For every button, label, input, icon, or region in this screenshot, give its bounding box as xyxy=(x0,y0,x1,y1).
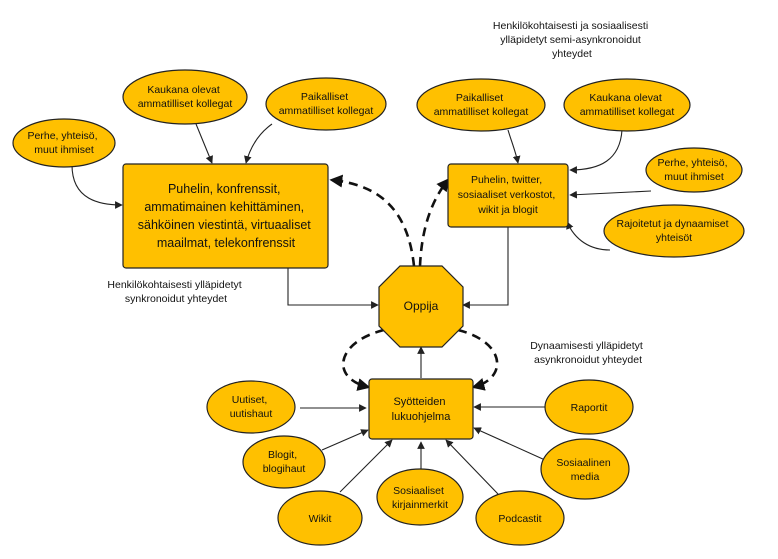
node-line: ammatilliset kollegat xyxy=(580,106,675,118)
dashed-arrow-to-sync-hub xyxy=(329,174,416,267)
caption-semi: Henkilökohtaisesti ja sosiaalisesti yllä… xyxy=(493,20,651,60)
oppija-label: Oppija xyxy=(404,299,439,313)
svg-text:Paikalliset ammatilliset: Paikalliset ammatilliset kollegat xyxy=(279,91,374,117)
node-line: Uutiset, xyxy=(232,394,268,406)
svg-text:Puhelin, konfrenssit, am: Puhelin, konfrenssit, ammatimainen kehit… xyxy=(138,182,315,250)
semi-node-rajoitetut: Rajoitetut ja dynaamiset yhteisöt xyxy=(603,204,745,258)
node-line: Kaukana olevat xyxy=(589,92,661,104)
sync-node-paikalliset: Paikalliset ammatilliset kollegat xyxy=(265,77,387,131)
svg-text:Puhelin, twitter, sosiaa: Puhelin, twitter, sosiaaliset verkostot,… xyxy=(458,174,558,216)
node-line: media xyxy=(571,471,600,483)
node-line: Sosiaalinen xyxy=(556,457,610,469)
svg-text:Paikalliset ammatilliset: Paikalliset ammatilliset kollegat xyxy=(434,92,529,118)
caption-line: Henkilökohtaisesti ja sosiaalisesti xyxy=(493,20,648,32)
connector-sync-n3 xyxy=(71,164,123,209)
async-hub-line: Syötteiden xyxy=(393,396,445,408)
caption-line: synkronoidut yhteydet xyxy=(125,293,227,305)
sync-node-kaukana: Kaukana olevat ammatilliset kollegat xyxy=(122,69,248,125)
svg-text:Sosiaaliset kirjainmerki: Sosiaaliset kirjainmerkit xyxy=(392,485,448,511)
sync-hub-box: Puhelin, konfrenssit, ammatimainen kehit… xyxy=(122,163,329,269)
async-node-wikit: Wikit xyxy=(277,490,363,546)
connector-semi-n4 xyxy=(566,221,611,251)
sync-hub-line: Puhelin, konfrenssit, xyxy=(168,182,281,196)
connector-semi-n1 xyxy=(507,129,521,164)
caption-line: ylläpidetyt semi-asynkronoidut xyxy=(500,34,641,46)
node-line: kirjainmerkit xyxy=(392,499,448,511)
caption-line: Dynaamisesti ylläpidetyt xyxy=(530,340,643,352)
node-line: ammatilliset kollegat xyxy=(434,106,529,118)
svg-text:Perhe, yhteisö, muut ihm: Perhe, yhteisö, muut ihmiset xyxy=(658,157,731,183)
dashed-arrow-to-semi-hub xyxy=(418,177,450,267)
dashed-arrow-to-async-right xyxy=(457,328,499,391)
node-line: uutishaut xyxy=(230,408,273,420)
svg-text:Uutiset, uutishaut: Uutiset, uutishaut xyxy=(230,394,273,420)
semi-hub-box: Puhelin, twitter, sosiaaliset verkostot,… xyxy=(447,163,569,228)
node-line: Blogit, xyxy=(268,449,297,461)
svg-text:Sosiaalinen media: Sosiaalinen media xyxy=(556,457,613,483)
connector-async-n3 xyxy=(339,439,393,493)
async-hub-line: lukuohjelma xyxy=(392,411,452,423)
async-node-sosiaaliset-kirjainmerkit: Sosiaaliset kirjainmerkit xyxy=(376,468,464,526)
caption-async: Dynaamisesti ylläpidetyt asynkronoidut y… xyxy=(530,340,646,366)
sync-hub-line: maailmat, telekonfrenssit xyxy=(157,236,296,250)
node-line: Raportit xyxy=(571,402,608,414)
connector-sync-n2 xyxy=(244,123,273,164)
svg-text:Kaukana olevat ammatilli: Kaukana olevat ammatilliset kollegat xyxy=(138,84,233,110)
node-line: yhteisöt xyxy=(656,232,692,244)
node-line: Perhe, yhteisö, xyxy=(658,157,728,169)
connector-sync-n1 xyxy=(195,123,213,164)
node-line: Sosiaaliset xyxy=(393,485,444,497)
caption-line: asynkronoidut yhteydet xyxy=(534,354,642,366)
node-line: Kaukana olevat xyxy=(147,84,219,96)
oppija-octagon: Oppija xyxy=(378,265,464,348)
svg-text:Rajoitetut ja dynaamiset: Rajoitetut ja dynaamiset yhteisöt xyxy=(617,218,732,244)
caption-line: yhteydet xyxy=(552,48,592,60)
connector-sync-to-oppija xyxy=(287,268,379,309)
semi-hub-line: Puhelin, twitter, xyxy=(471,174,542,186)
caption-sync: Henkilökohtaisesti ylläpidetyt synkronoi… xyxy=(107,279,244,305)
semi-hub-line: wikit ja blogit xyxy=(477,204,538,216)
async-node-blogit: Blogit, blogihaut xyxy=(242,435,326,489)
caption-line: Henkilökohtaisesti ylläpidetyt xyxy=(107,279,241,291)
semi-hub-line: sosiaaliset verkostot, xyxy=(458,189,555,201)
connector-semi-n3 xyxy=(569,190,652,199)
node-line: Podcastit xyxy=(498,513,541,525)
semi-node-perhe: Perhe, yhteisö, muut ihmiset xyxy=(645,147,743,193)
dashed-arrow-to-async-left xyxy=(341,328,385,391)
node-line: blogihaut xyxy=(263,463,306,475)
svg-text:Blogit, blogihaut: Blogit, blogihaut xyxy=(263,449,306,475)
node-line: ammatilliset kollegat xyxy=(279,105,374,117)
sync-hub-line: sähköinen viestintä, virtuaaliset xyxy=(138,218,312,232)
svg-text:Kaukana olevat ammatilli: Kaukana olevat ammatilliset kollegat xyxy=(580,92,675,118)
async-node-uutiset: Uutiset, uutishaut xyxy=(206,380,296,434)
node-line: Paikalliset xyxy=(301,91,348,103)
node-line: Rajoitetut ja dynaamiset xyxy=(617,218,729,230)
node-line: Perhe, yhteisö, xyxy=(28,130,98,142)
connector-semi-n2 xyxy=(569,129,623,174)
node-line: Paikalliset xyxy=(456,92,503,104)
semi-node-kaukana: Kaukana olevat ammatilliset kollegat xyxy=(563,78,691,132)
node-line: Wikit xyxy=(309,513,332,525)
connector-async-n2 xyxy=(321,429,369,451)
async-node-podcastit: Podcastit xyxy=(475,490,565,546)
dashed-connectors xyxy=(329,174,499,391)
node-line: muut ihmiset xyxy=(664,171,724,183)
sync-hub-line: ammatimainen kehittäminen, xyxy=(144,200,304,214)
svg-text:Syötteiden lukuohjelma: Syötteiden lukuohjelma xyxy=(392,396,452,423)
connector-async-n6 xyxy=(473,427,546,461)
sync-node-perhe: Perhe, yhteisö, muut ihmiset xyxy=(12,118,116,168)
connectors xyxy=(71,123,652,495)
async-node-raportit: Raportit xyxy=(544,379,634,435)
connector-async-n5 xyxy=(445,439,499,495)
async-node-sosiaalinen-media: Sosiaalinen media xyxy=(540,438,630,500)
semi-node-paikalliset: Paikalliset ammatilliset kollegat xyxy=(416,78,546,132)
connector-semi-to-oppija xyxy=(462,227,509,309)
svg-text:Perhe, yhteisö, muut ihm: Perhe, yhteisö, muut ihmiset xyxy=(28,130,101,156)
async-hub-box: Syötteiden lukuohjelma xyxy=(368,378,474,440)
node-line: ammatilliset kollegat xyxy=(138,98,233,110)
node-line: muut ihmiset xyxy=(34,144,94,156)
